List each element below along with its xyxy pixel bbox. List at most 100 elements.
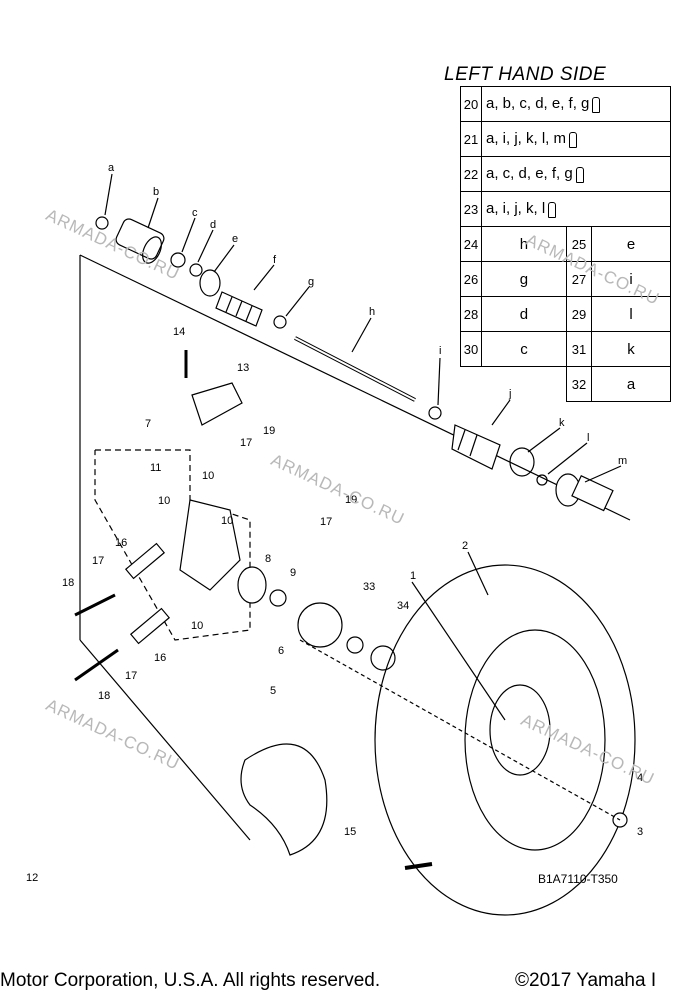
- kit-part: l: [591, 296, 671, 332]
- circlip-a: [95, 216, 109, 230]
- callout-5: 5: [270, 685, 277, 697]
- callout-10: 10: [158, 495, 171, 507]
- callout-12: 12: [26, 872, 39, 884]
- callout-f: f: [273, 254, 277, 266]
- bracket: [191, 382, 243, 426]
- band-g: [273, 315, 287, 329]
- table-row: 32 a: [461, 366, 671, 402]
- grease-tube-icon: [575, 166, 584, 183]
- callout-19: 19: [345, 494, 358, 506]
- bearing: [237, 566, 267, 604]
- callout-11: 11: [150, 462, 162, 474]
- kit-contents-table: 20 a, b, c, d, e, f, g 21 a, i, j, k, l,…: [460, 86, 671, 402]
- collar: [124, 542, 166, 580]
- kit-number: 23: [460, 191, 482, 227]
- callout-j: j: [509, 388, 512, 400]
- brake-disc: [240, 743, 328, 856]
- callout-e: e: [232, 233, 239, 245]
- kit-number: 20: [460, 86, 482, 122]
- kit-number: 31: [565, 331, 593, 367]
- grease-tube-icon: [569, 131, 578, 148]
- kit-number: 28: [460, 296, 482, 332]
- callout-a: a: [108, 162, 115, 174]
- ring-d: [189, 263, 203, 277]
- kit-parts: a, c, d, e, f, g: [486, 165, 573, 183]
- kit-parts: a, i, j, k, l: [486, 200, 546, 218]
- callout-18: 18: [98, 690, 111, 702]
- diagram-code: B1A7110-T350: [538, 872, 618, 886]
- callout-6: 6: [278, 645, 285, 657]
- grease-tube-icon: [592, 96, 601, 113]
- kit-parts: a, i, j, k, l, m: [486, 130, 567, 148]
- collar: [129, 607, 171, 645]
- kit-parts: a, b, c, d, e, f, g: [486, 95, 590, 113]
- kit-number: 21: [460, 121, 482, 157]
- footer-copyright-right: ©2017 Yamaha I: [515, 970, 657, 991]
- table-row: 30 c 31 k: [460, 331, 671, 367]
- table-row: 22 a, c, d, e, f, g: [460, 156, 671, 192]
- callout-18: 18: [62, 577, 75, 589]
- kit-number: 27: [565, 261, 593, 297]
- kit-number: 26: [460, 261, 482, 297]
- frame-line-bottom: [79, 639, 251, 841]
- bolt: [74, 648, 119, 682]
- grease-tube-icon: [548, 201, 557, 218]
- circlip-i: [428, 406, 442, 420]
- callout-13: 13: [237, 362, 250, 374]
- kit-number: 30: [460, 331, 482, 367]
- callout-10: 10: [202, 470, 215, 482]
- callout-17: 17: [125, 670, 138, 682]
- bolt: [74, 593, 116, 617]
- callout-k: k: [559, 417, 565, 429]
- callout-2: 2: [462, 540, 469, 552]
- callout-10: 10: [221, 515, 234, 527]
- callout-g: g: [308, 276, 315, 288]
- band-k: [509, 447, 535, 477]
- cv-joint-outer: [115, 218, 165, 264]
- stud-alignment-line: [299, 639, 621, 821]
- boot-j: [451, 424, 501, 470]
- ring-c: [170, 252, 186, 268]
- kit-number: 32: [565, 366, 593, 402]
- callout-i: i: [439, 345, 442, 357]
- hub-nut: [346, 636, 364, 654]
- cv-joint-inner: [555, 473, 614, 512]
- callout-3: 3: [637, 826, 644, 838]
- tire: [374, 564, 636, 916]
- kit-part: a: [591, 366, 671, 402]
- callout-19: 19: [263, 425, 276, 437]
- callout-17: 17: [240, 437, 253, 449]
- valve-stem: [404, 862, 433, 870]
- boot-f: [215, 291, 263, 327]
- callout-14: 14: [173, 326, 186, 338]
- callout-34: 34: [397, 600, 410, 612]
- kit-part: c: [481, 331, 567, 367]
- circlip: [269, 589, 287, 607]
- footer-copyright-left: Motor Corporation, U.S.A. All rights res…: [0, 970, 381, 991]
- wheel-hub: [297, 602, 343, 648]
- callout-h: h: [369, 306, 376, 318]
- rim: [464, 629, 606, 851]
- callout-17: 17: [320, 516, 333, 528]
- kit-part: i: [591, 261, 671, 297]
- kit-number: 22: [460, 156, 482, 192]
- callout-c: c: [192, 207, 198, 219]
- table-row: 23 a, i, j, k, l: [460, 191, 671, 227]
- band-e: [199, 269, 221, 297]
- ring-l: [536, 474, 548, 486]
- callout-d: d: [210, 219, 217, 231]
- table-row: 21 a, i, j, k, l, m: [460, 121, 671, 157]
- callout-9: 9: [290, 567, 297, 579]
- callout-8: 8: [265, 553, 272, 565]
- rim-center: [489, 684, 551, 776]
- section-title: LEFT HAND SIDE: [444, 64, 607, 85]
- callout-7: 7: [145, 418, 152, 430]
- kit-part: d: [481, 296, 567, 332]
- callout-16: 16: [154, 652, 167, 664]
- steering-knuckle: [179, 499, 241, 591]
- callout-m: m: [618, 455, 628, 467]
- callout-16: 16: [115, 537, 128, 549]
- kit-part: g: [481, 261, 567, 297]
- table-row: 26 g 27 i: [460, 261, 671, 297]
